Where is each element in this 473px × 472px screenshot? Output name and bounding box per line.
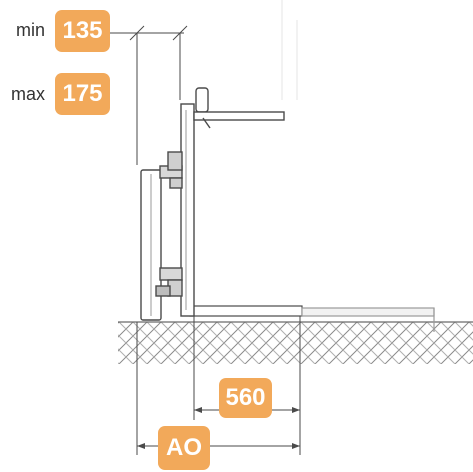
depth-value-badge: 560	[219, 378, 272, 418]
max-value-badge: 175	[55, 73, 110, 115]
overall-value-badge: AO	[158, 426, 210, 470]
min-label: min	[16, 20, 46, 40]
wall-frame	[180, 103, 195, 317]
dimension-arrows	[137, 407, 300, 449]
radiator-panel	[140, 151, 183, 321]
ghost-lines	[281, 0, 298, 100]
min-value-badge: 135	[55, 10, 110, 52]
max-label: max	[11, 84, 46, 104]
floor-hatching	[118, 321, 473, 364]
top-bracket	[193, 87, 285, 129]
